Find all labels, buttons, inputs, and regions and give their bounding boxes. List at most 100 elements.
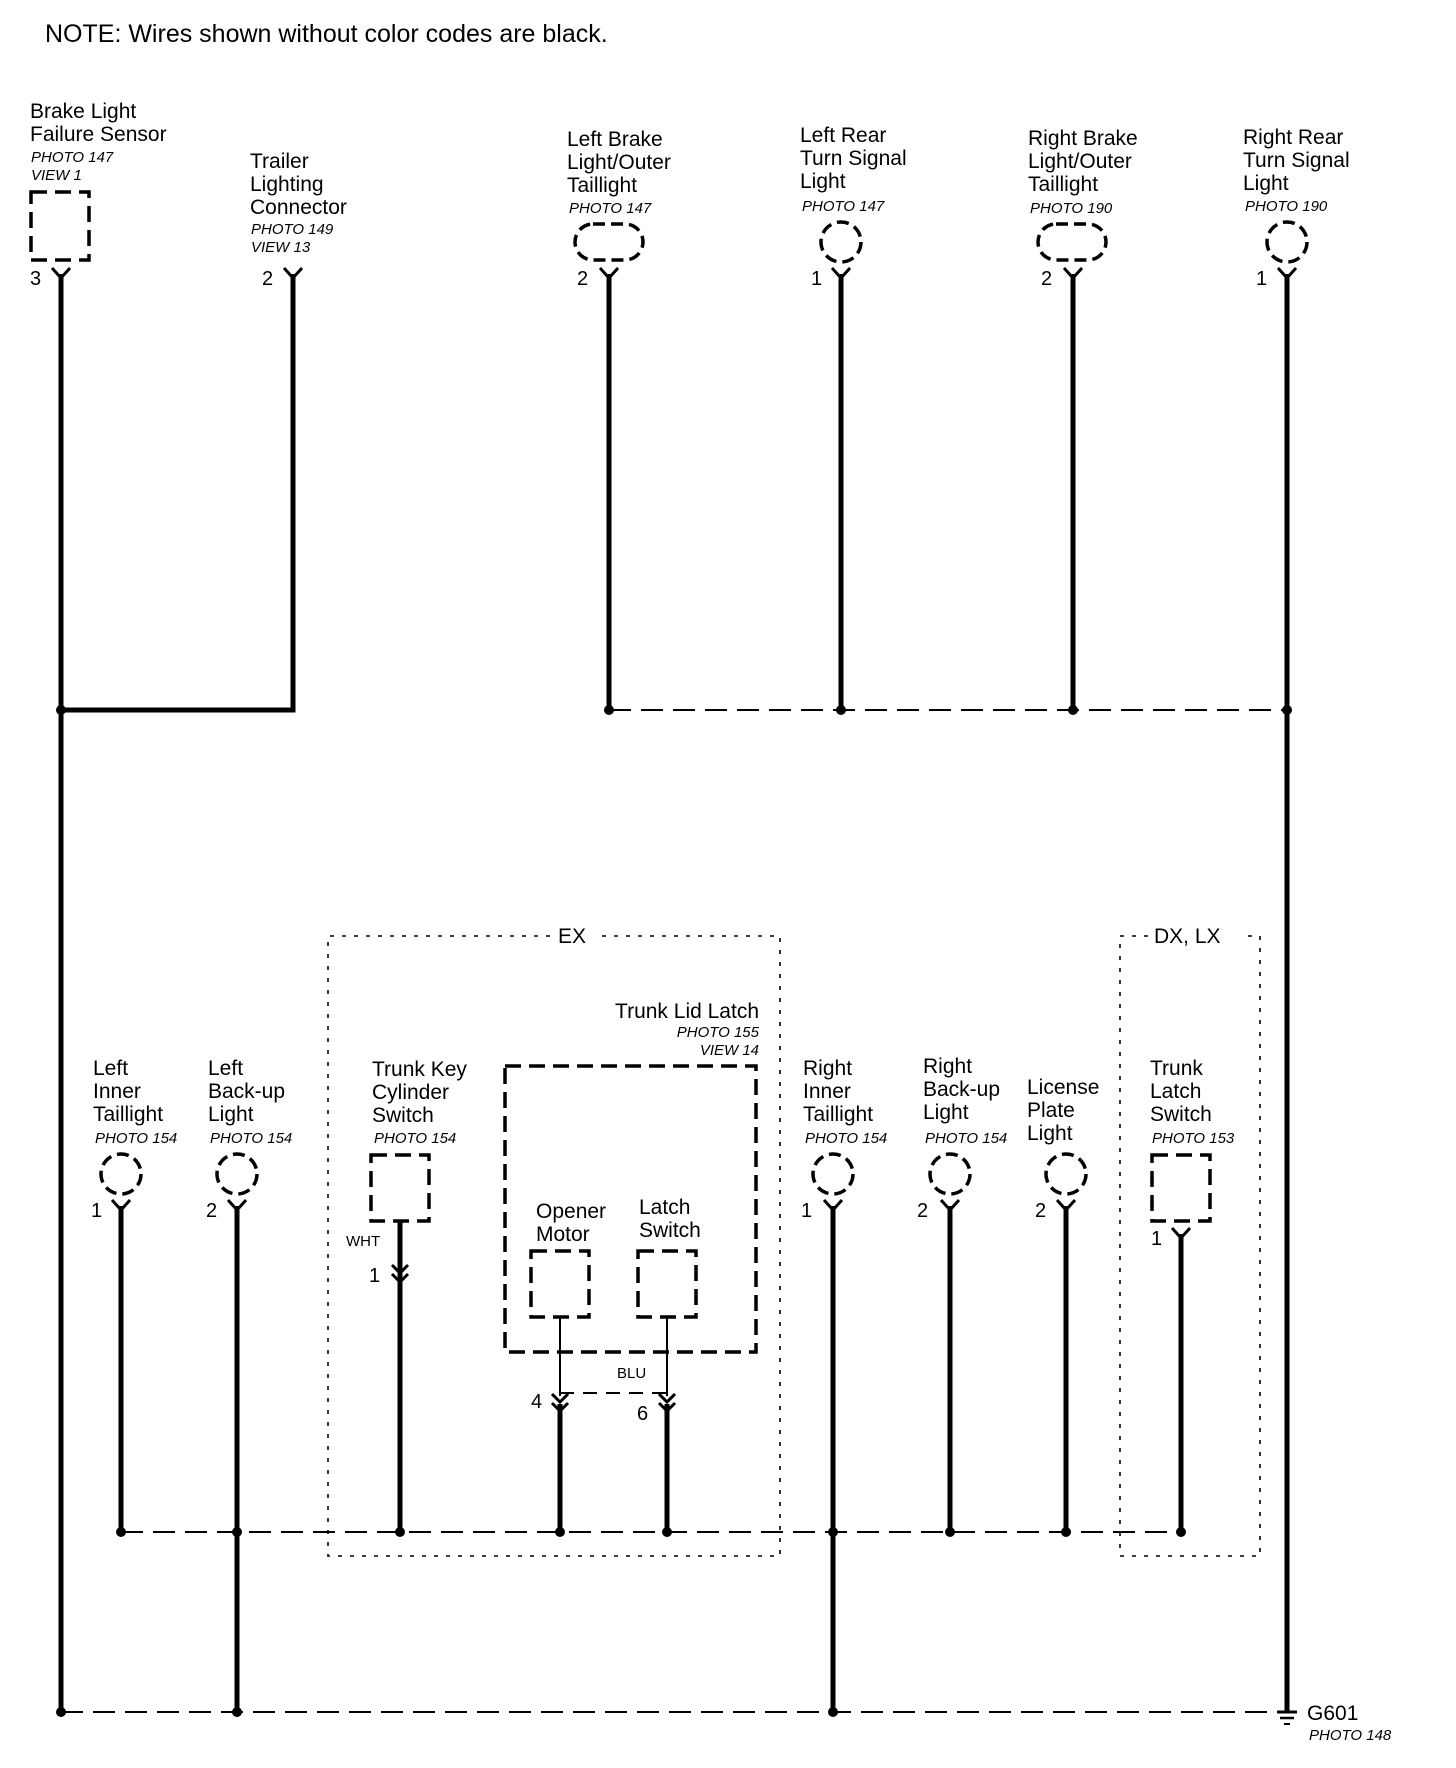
wire-trailer (61, 274, 296, 713)
latch-switch-box (636, 1249, 698, 1319)
right-inner-bulb (811, 1152, 855, 1196)
trunk-key-cylinder-switch: Trunk Key Cylinder Switch PHOTO 154 WHT … (346, 1058, 467, 1287)
splice-point (555, 1527, 565, 1537)
splice-point (836, 705, 846, 715)
right-brake-pin: 2 (1041, 268, 1052, 290)
splice-point (1282, 705, 1292, 715)
right-brake-bulb (1036, 222, 1108, 262)
license-bulb (1044, 1152, 1088, 1196)
license-label-1: License (1027, 1076, 1099, 1099)
brake-sensor-label-1: Brake Light (30, 100, 136, 123)
opener-motor-box (529, 1249, 591, 1319)
trailer-photo: PHOTO 149 (251, 221, 334, 238)
note-text: NOTE: Wires shown without color codes ar… (45, 20, 608, 48)
trunk-lid-title: Trunk Lid Latch (615, 1000, 759, 1023)
ground-label: G601 (1307, 1702, 1358, 1725)
right-turn-label-1: Right Rear (1243, 126, 1343, 149)
trunk-latch-label-2: Latch (1150, 1080, 1201, 1103)
left-backup-photo: PHOTO 154 (210, 1130, 292, 1147)
dx-lx-group-box (1119, 935, 1261, 1557)
trunk-latch-switch: Trunk Latch Switch PHOTO 153 1 (1150, 1057, 1235, 1250)
right-backup-label-2: Back-up (923, 1078, 1000, 1101)
right-backup-bulb (928, 1152, 972, 1196)
right-inner-taillight: Right Inner Taillight PHOTO 154 1 (801, 1057, 887, 1222)
left-turn-label-3: Light (800, 170, 846, 193)
right-inner-photo: PHOTO 154 (805, 1130, 887, 1147)
left-turn-label-2: Turn Signal (800, 147, 907, 170)
splice-point (56, 705, 66, 715)
right-inner-label-1: Right (803, 1057, 852, 1080)
trailer-pin: 2 (262, 268, 273, 290)
trunk-lid-box (503, 1064, 758, 1354)
right-inner-label-2: Inner (803, 1080, 851, 1103)
left-turn-pin: 1 (811, 268, 822, 290)
trunk-key-photo: PHOTO 154 (374, 1130, 456, 1147)
trunk-latch-label-3: Switch (1150, 1103, 1212, 1126)
right-backup-pin: 2 (917, 1200, 928, 1222)
left-backup-light: Left Back-up Light PHOTO 154 2 (206, 1057, 292, 1222)
splice-point (1176, 1527, 1186, 1537)
brake-sensor-label-2: Failure Sensor (30, 123, 167, 146)
right-inner-label-3: Taillight (803, 1103, 873, 1126)
right-rear-turn-signal: Right Rear Turn Signal Light PHOTO 190 1 (1243, 126, 1350, 290)
splice-point (1068, 705, 1078, 715)
ex-group-box (327, 935, 781, 1557)
trunk-lid-view: VIEW 14 (700, 1042, 759, 1059)
right-turn-label-3: Light (1243, 172, 1289, 195)
trailer-label-2: Lighting (250, 173, 324, 196)
license-plate-light: License Plate Light 2 (1027, 1076, 1099, 1222)
left-brake-label-2: Light/Outer (567, 151, 671, 174)
trunk-latch-box (1150, 1153, 1212, 1223)
splice-point (945, 1527, 955, 1537)
trunk-lid-latch: Trunk Lid Latch PHOTO 155 VIEW 14 Opener… (503, 1000, 760, 1425)
splice-point (828, 1707, 838, 1717)
right-brake-label-2: Light/Outer (1028, 150, 1132, 173)
left-inner-pin: 1 (91, 1200, 102, 1222)
right-backup-label-3: Light (923, 1101, 969, 1124)
trunk-key-box (369, 1153, 431, 1223)
latch-switch-label-1: Latch (639, 1196, 690, 1219)
ex-group: EX (327, 925, 781, 1557)
left-turn-bulb (819, 220, 863, 264)
license-pin: 2 (1035, 1200, 1046, 1222)
splice-point (828, 1527, 838, 1537)
trunk-latch-photo: PHOTO 153 (1152, 1130, 1235, 1147)
brake-sensor-pin: 3 (30, 268, 41, 290)
ground-photo: PHOTO 148 (1309, 1727, 1392, 1744)
left-brake-pin: 2 (577, 268, 588, 290)
license-label-3: Light (1027, 1122, 1073, 1145)
latch-wire-color: BLU (617, 1365, 646, 1382)
right-brake-photo: PHOTO 190 (1030, 200, 1113, 217)
left-backup-label-1: Left (208, 1057, 243, 1080)
brake-sensor-box (29, 190, 91, 262)
ground-g601: G601 PHOTO 148 (1277, 1702, 1392, 1744)
left-brake-label-3: Taillight (567, 174, 637, 197)
left-inner-taillight: Left Inner Taillight PHOTO 154 1 (91, 1057, 177, 1222)
bottom-wires (56, 1206, 1287, 1717)
latch-switch-label-2: Switch (639, 1219, 701, 1242)
brake-sensor-photo: PHOTO 147 (31, 149, 114, 166)
left-brake-photo: PHOTO 147 (569, 200, 652, 217)
right-turn-pin: 1 (1256, 268, 1267, 290)
top-wires (56, 274, 1292, 1712)
right-turn-label-2: Turn Signal (1243, 149, 1350, 172)
trunk-key-pin: 1 (369, 1265, 380, 1287)
brake-light-failure-sensor: Brake Light Failure Sensor PHOTO 147 VIE… (29, 100, 167, 290)
left-turn-label-1: Left Rear (800, 124, 886, 147)
left-inner-bulb (99, 1152, 143, 1196)
opener-motor-label-1: Opener (536, 1200, 606, 1223)
splice-point (604, 705, 614, 715)
dx-lx-group-label: DX, LX (1154, 925, 1221, 948)
left-brake-bulb (573, 222, 645, 262)
right-backup-label-1: Right (923, 1055, 972, 1078)
brake-sensor-view: VIEW 1 (31, 167, 82, 184)
ex-group-label: EX (558, 925, 586, 948)
right-inner-pin: 1 (801, 1200, 812, 1222)
right-turn-bulb (1265, 220, 1309, 264)
trailer-view: VIEW 13 (251, 239, 311, 256)
left-brake-label-1: Left Brake (567, 128, 663, 151)
splice-point (56, 1707, 66, 1717)
latch-pin-a: 4 (531, 1391, 542, 1413)
left-brake-light: Left Brake Light/Outer Taillight PHOTO 1… (567, 128, 671, 290)
